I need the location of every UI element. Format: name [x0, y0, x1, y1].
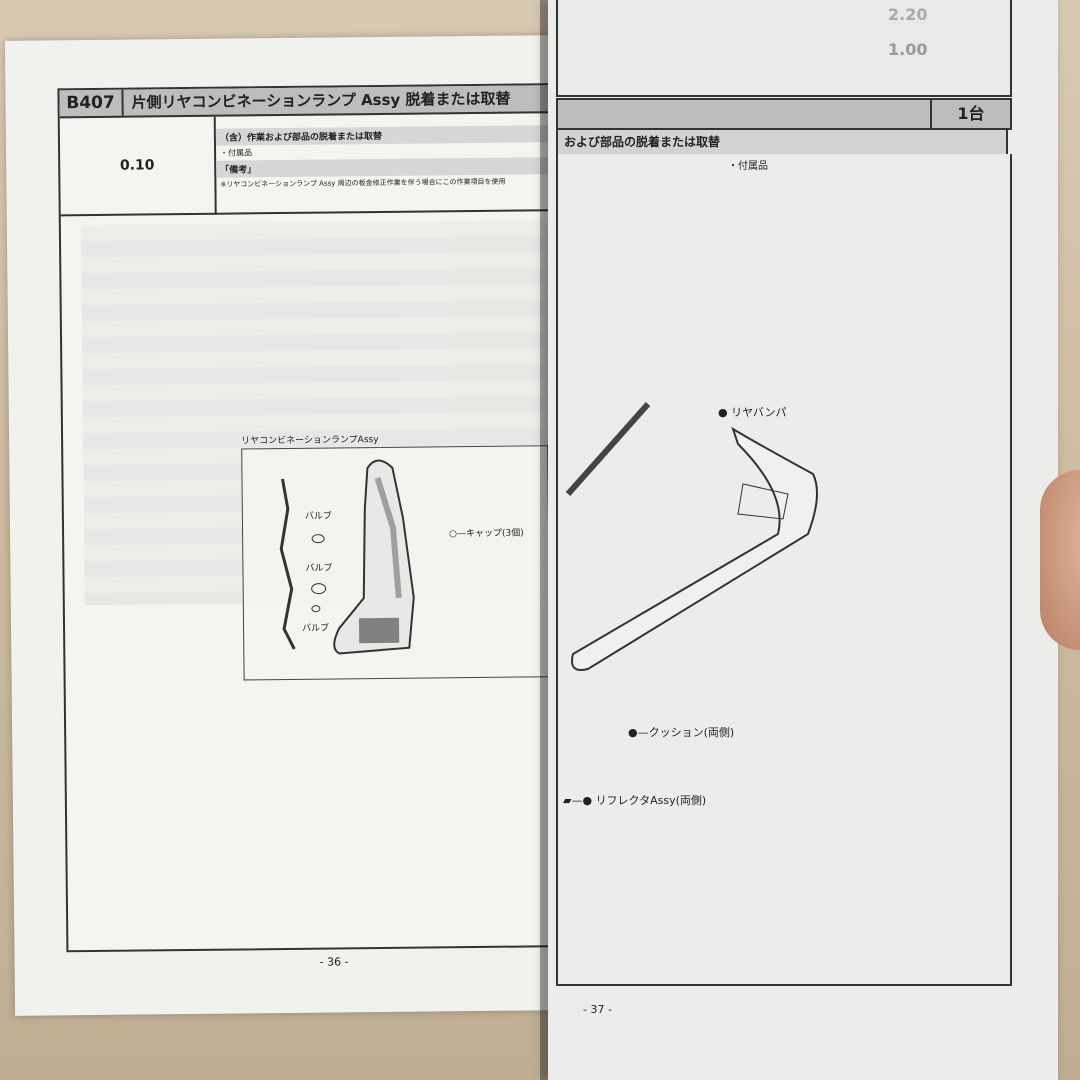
- previous-item-frame: 2.20 1.00: [556, 0, 1012, 97]
- remarks-text: ※リヤコンビネーションランプ Assy 周辺の板金修正作業を伴う場合にこの作業項…: [220, 177, 506, 189]
- reflector-text: リフレクタAssy(両側): [595, 794, 707, 807]
- work-description: （含）作業および部品の脱着または取替 ・付属品 「備考」 ※リヤコンビネーション…: [215, 113, 561, 215]
- cushion-text: クッション(両側): [648, 726, 735, 739]
- right-page: 2.20 1.00 1台 および部品の脱着または取替 ● リヤバンパ ●—クッシ…: [548, 0, 1058, 1080]
- rear-bumper-drawing: [565, 402, 818, 671]
- cap-label-text: キャップ(3個): [465, 528, 524, 540]
- cap-label: ○—キャップ(3個): [449, 528, 524, 540]
- bulb-label-2: バルブ: [305, 563, 333, 574]
- rear-combination-lamp-drawing: [279, 459, 415, 655]
- faded-value-2: 1.00: [888, 40, 928, 59]
- bumper-diagram: ● リヤバンパ ●—クッション(両側) ▰—● リフレクタAssy(両側): [556, 154, 1012, 986]
- labor-time: 0.10: [59, 116, 217, 217]
- rear-bumper-text: リヤバンパ: [731, 406, 787, 419]
- bulb-label-3: バルブ: [302, 623, 330, 634]
- diagram-title: リヤコンビネーションランプAssy: [241, 435, 379, 447]
- cushion-label: ●—クッション(両側): [628, 726, 735, 739]
- included-item: ・付属品: [728, 161, 768, 172]
- bulb-label-1: バルブ: [304, 511, 332, 522]
- rear-bumper-label: ● リヤバンパ: [718, 406, 787, 419]
- work-item-frame: B407 片側リヤコンビネーションランプ Assy 脱着または取替 0.10 （…: [57, 83, 571, 953]
- work-title: 片側リヤコンビネーションランプ Assy 脱着または取替: [131, 89, 511, 112]
- unit-label: 1台: [930, 100, 1010, 128]
- page-number-left: - 36 -: [319, 955, 349, 969]
- page-number-right: - 37 -: [583, 1003, 612, 1016]
- left-page: B407 片側リヤコンビネーションランプ Assy 脱着または取替 0.10 （…: [4, 35, 571, 1016]
- work-item-header: 1台: [556, 98, 1012, 130]
- work-code: B407: [59, 89, 124, 117]
- faded-value-1: 2.20: [888, 5, 928, 24]
- lamp-diagram: バルブ バルブ バルブ: [241, 445, 551, 681]
- reflector-label: ▰—● リフレクタAssy(両側): [563, 794, 707, 807]
- included-heading: および部品の脱着または取替: [556, 130, 1008, 154]
- hand-holding-page: [1040, 470, 1080, 650]
